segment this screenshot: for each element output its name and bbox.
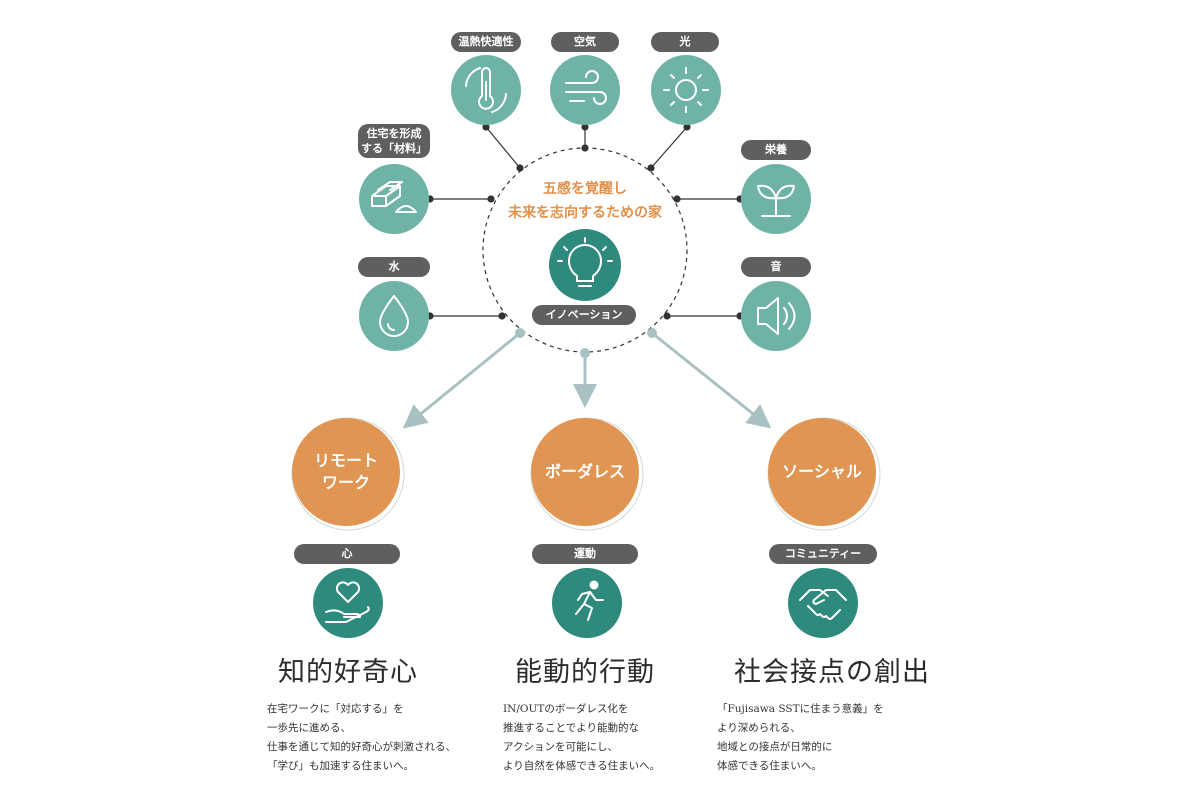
tag-exercise: 運動 [532, 544, 638, 564]
thermometer-icon [465, 67, 507, 113]
tag-thermal: 温熱快適性 [451, 32, 521, 52]
sound-node [741, 281, 811, 351]
social-label: ソーシャル [782, 462, 862, 481]
innovation-node [549, 229, 621, 301]
tag-light: 光 [651, 32, 719, 52]
air-node [550, 55, 620, 125]
connector-thermal [485, 126, 521, 169]
connector-light [650, 126, 688, 169]
heart-hand-icon [325, 581, 370, 623]
sprout-icon [757, 184, 795, 217]
water-node [359, 281, 429, 351]
heading-social: 社会接点の創出 [734, 657, 930, 688]
handshake-node [788, 568, 858, 638]
arrow-to-remote [402, 331, 521, 429]
tag-air: 空気 [551, 32, 619, 52]
tag-water: 水 [358, 257, 430, 277]
remote-work-label: リモート ワーク [313, 451, 378, 492]
tag-materials: 住宅を形成 する「材料」 [358, 124, 430, 158]
borderless-label: ボーダレス [544, 462, 625, 481]
bricks-icon [371, 181, 417, 213]
tag-innovation: イノベーション [532, 305, 636, 325]
borderless-node [531, 418, 639, 526]
description-social: 「Fujisawa SSTに住まう意義」を より深められる、 地域との接点が日常… [717, 703, 884, 772]
sun-icon [663, 67, 709, 113]
remote-work-node [292, 418, 400, 526]
description-active: IN/OUTのボーダレス化を 推進することでより能動的な アクションを可能にし、… [503, 703, 661, 772]
running-node [552, 568, 622, 638]
tag-community: コミュニティー [769, 544, 877, 564]
center-dashed-circle [482, 147, 688, 353]
speaker-icon [757, 297, 796, 335]
light-node [651, 55, 721, 125]
heading-curiosity: 知的好奇心 [278, 657, 418, 688]
social-node [768, 418, 876, 526]
arrow-to-social [651, 331, 772, 429]
water-drop-icon [379, 295, 409, 337]
running-person-icon [575, 580, 604, 621]
description-curiosity: 在宅ワークに「対応する」を 一歩先に進める、 仕事を通じて知的好奇心が刺激される… [267, 703, 456, 772]
tag-nutrition: 栄養 [741, 140, 811, 160]
lightbulb-icon [557, 237, 613, 287]
center-title: 五感を覚醒し 未来を志向するための家 [508, 181, 662, 221]
heading-active: 能動的行動 [515, 657, 655, 688]
handshake-icon [799, 589, 847, 620]
wind-icon [565, 70, 607, 105]
tag-sound: 音 [741, 257, 811, 277]
materials-node [359, 164, 429, 234]
tag-heart: 心 [294, 544, 400, 564]
